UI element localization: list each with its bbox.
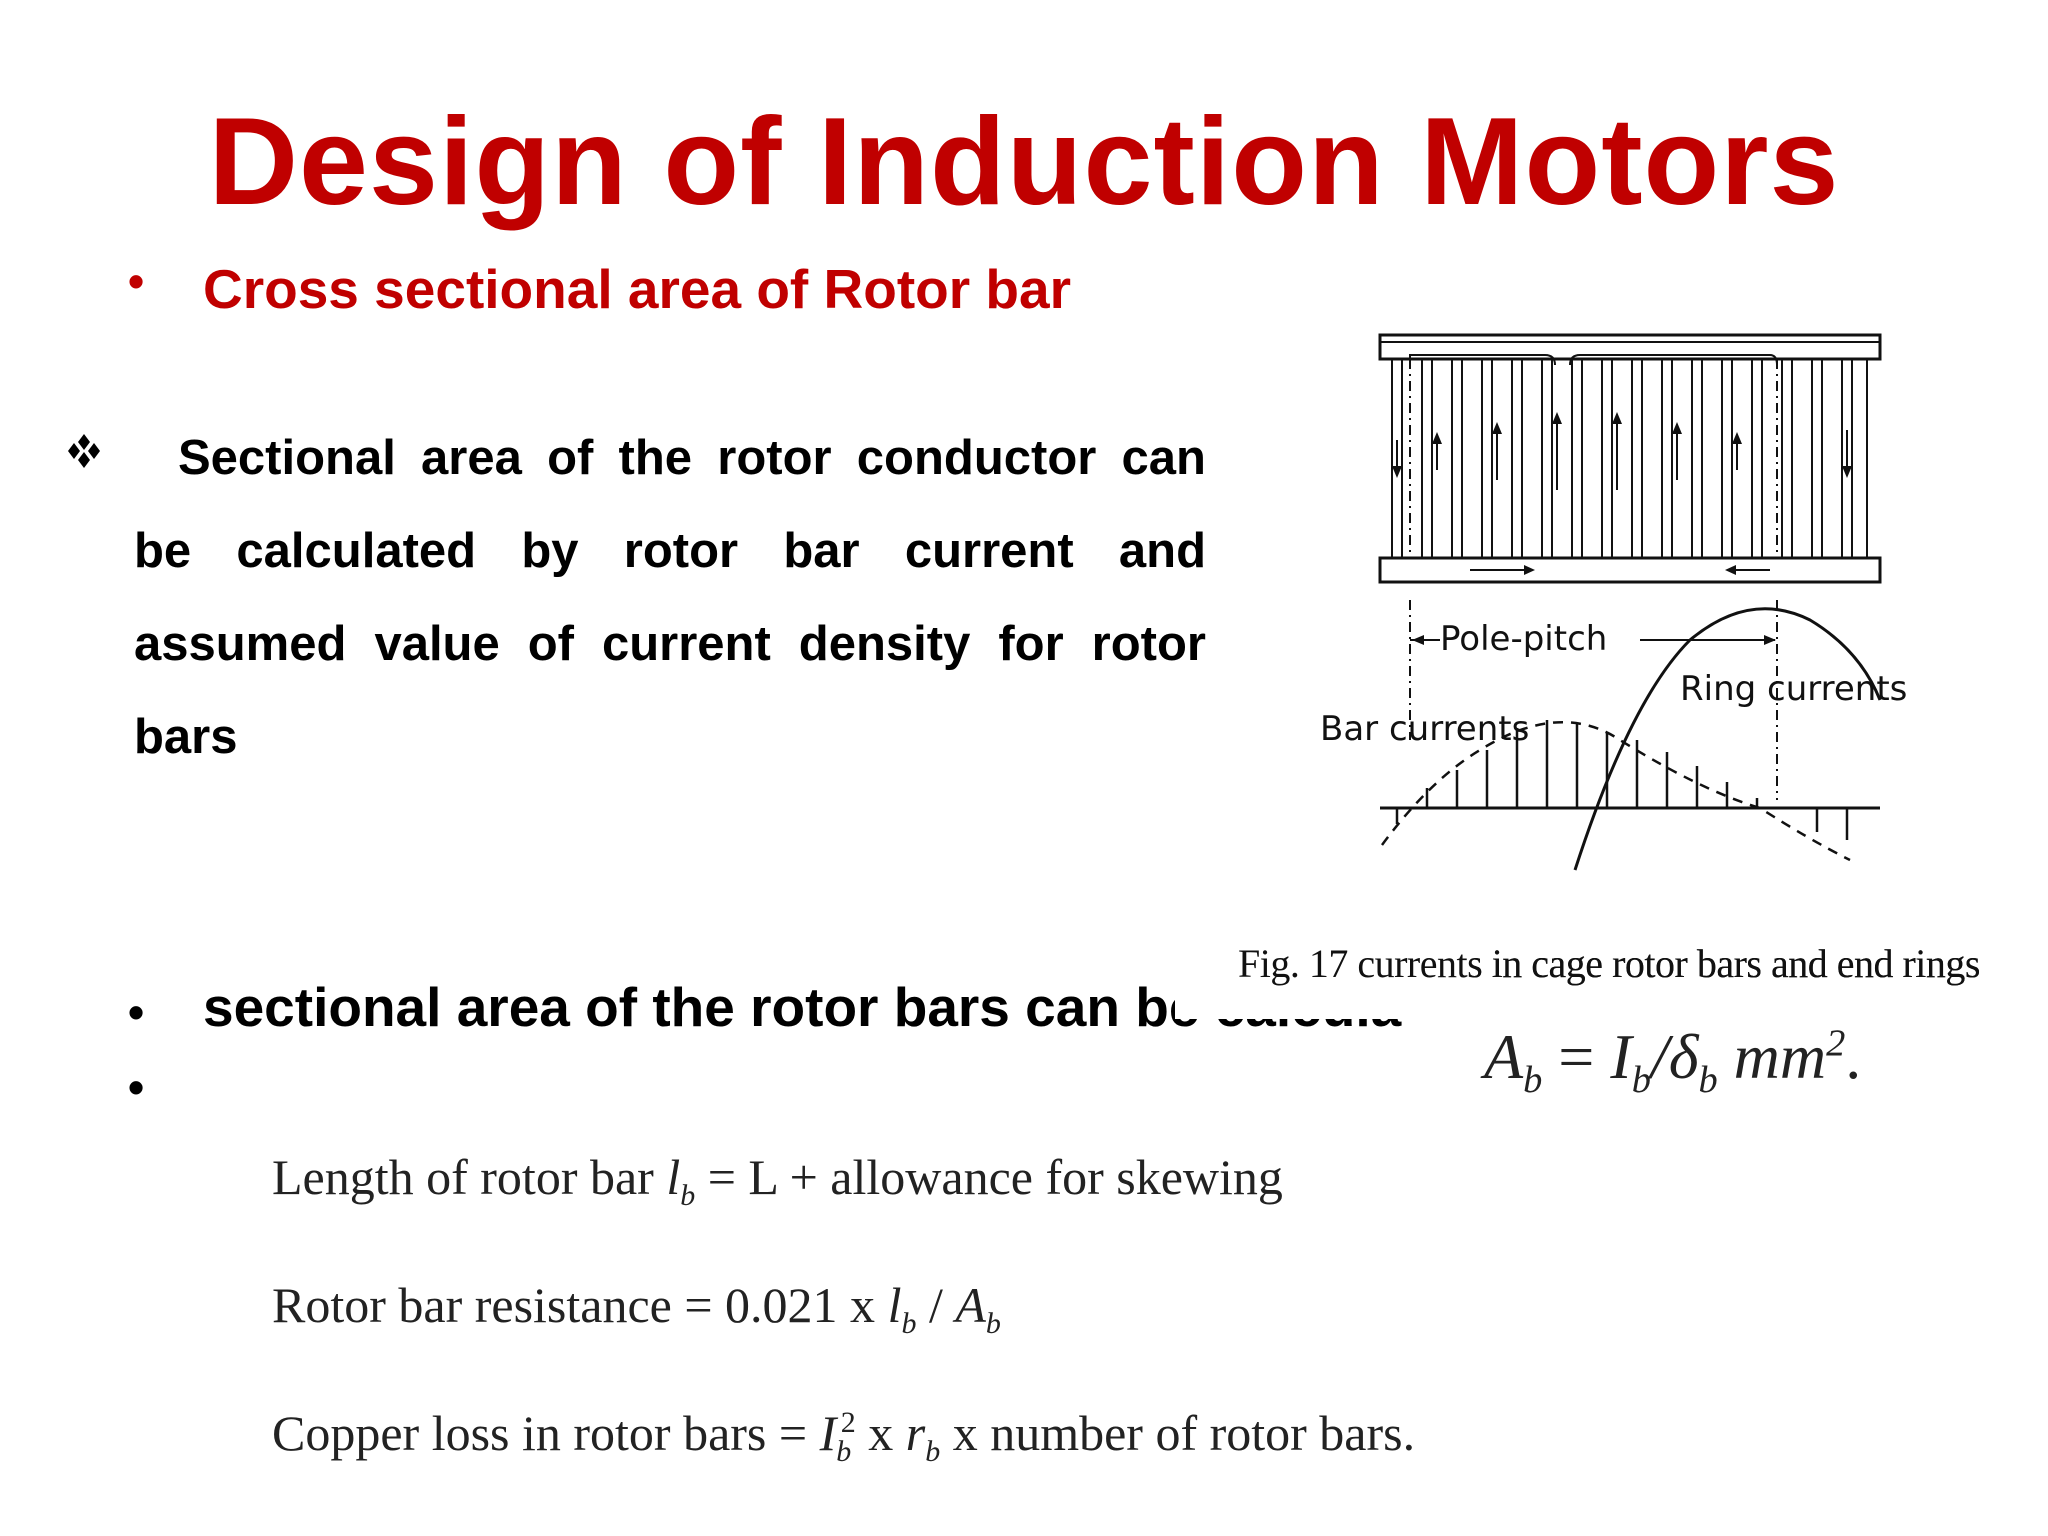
pole-pitch-label: Pole-pitch xyxy=(1440,619,1607,659)
resistance-prefix: Rotor bar resistance = 0.021 x xyxy=(272,1277,888,1333)
copper-loss-mid: x xyxy=(855,1405,906,1461)
resistance-formula: Rotor bar resistance = 0.021 x lb / Ab xyxy=(272,1276,1001,1341)
length-var-sub: b xyxy=(680,1179,696,1212)
length-var: l xyxy=(666,1149,681,1205)
bullet-3-dot: • xyxy=(128,1061,145,1113)
area-subscript: b xyxy=(1523,1058,1543,1101)
formula-period: . xyxy=(1845,1021,1862,1092)
rotor-bars xyxy=(1391,359,1868,558)
current-symbol: I xyxy=(1610,1021,1632,1092)
bar-currents-curve xyxy=(1380,720,1851,862)
subheading: Cross sectional area of Rotor bar xyxy=(203,258,1072,320)
resistance-slash: / xyxy=(916,1277,956,1333)
unit-mm: mm xyxy=(1717,1021,1827,1092)
resistance-var2: A xyxy=(955,1277,986,1333)
length-rest: = L + allowance for skewing xyxy=(695,1149,1283,1205)
resistance-var1-sub: b xyxy=(901,1307,917,1340)
rotor-currents-figure: Pole-pitch Ring currents Bar currents xyxy=(1320,333,1907,871)
unit-superscript: 2 xyxy=(1826,1022,1846,1065)
slide-title: Design of Induction Motors xyxy=(208,93,1840,231)
copper-loss-var1: I xyxy=(819,1405,837,1461)
resistance-var1: l xyxy=(887,1277,902,1333)
body-paragraph: Sectional area of the rotor conductor ca… xyxy=(134,412,1206,784)
copper-loss-formula: Copper loss in rotor bars = Ib2 x rb x n… xyxy=(272,1404,1415,1469)
area-formula: Ab = Ib/δb mm2. xyxy=(1484,1020,1861,1102)
division-slash: / xyxy=(1650,1021,1669,1092)
ring-currents-curve xyxy=(1573,607,1882,871)
area-symbol: A xyxy=(1484,1021,1524,1092)
copper-loss-var1-sup: 2 xyxy=(840,1406,856,1440)
paragraph-line-1: Sectional area of the rotor conductor ca… xyxy=(178,431,1206,485)
length-formula: Length of rotor bar lb = L + allowance f… xyxy=(272,1148,1283,1213)
figure-caption-overlay: Fig. 17 currents in cage rotor bars and … xyxy=(1238,941,1980,986)
equals-sign: = xyxy=(1542,1021,1611,1092)
length-prefix: Length of rotor bar xyxy=(272,1149,667,1205)
paragraph-continuation: be calculated by rotor bar current and a… xyxy=(134,524,1206,764)
current-subscript: b xyxy=(1631,1058,1651,1101)
copper-loss-var2-sub: b xyxy=(925,1435,941,1468)
ring-currents-label: Ring currents xyxy=(1680,669,1907,709)
subheading-bullet: • xyxy=(128,255,145,307)
density-subscript: b xyxy=(1698,1058,1718,1101)
diamond-four-bullet-icon xyxy=(68,434,100,468)
copper-loss-var2: r xyxy=(905,1405,926,1461)
copper-loss-prefix: Copper loss in rotor bars = xyxy=(272,1405,820,1461)
caption-overlay-mask xyxy=(1175,935,1475,1019)
bullet-2-dot: • xyxy=(128,986,145,1038)
density-symbol: δ xyxy=(1668,1021,1699,1092)
resistance-var2-sub: b xyxy=(985,1307,1001,1340)
copper-loss-rest: x number of rotor bars. xyxy=(940,1405,1416,1461)
bar-currents-label: Bar currents xyxy=(1320,709,1529,749)
top-end-ring xyxy=(1378,333,1882,361)
bottom-end-ring xyxy=(1378,556,1882,584)
copper-loss-var1-sub: b xyxy=(836,1435,852,1468)
